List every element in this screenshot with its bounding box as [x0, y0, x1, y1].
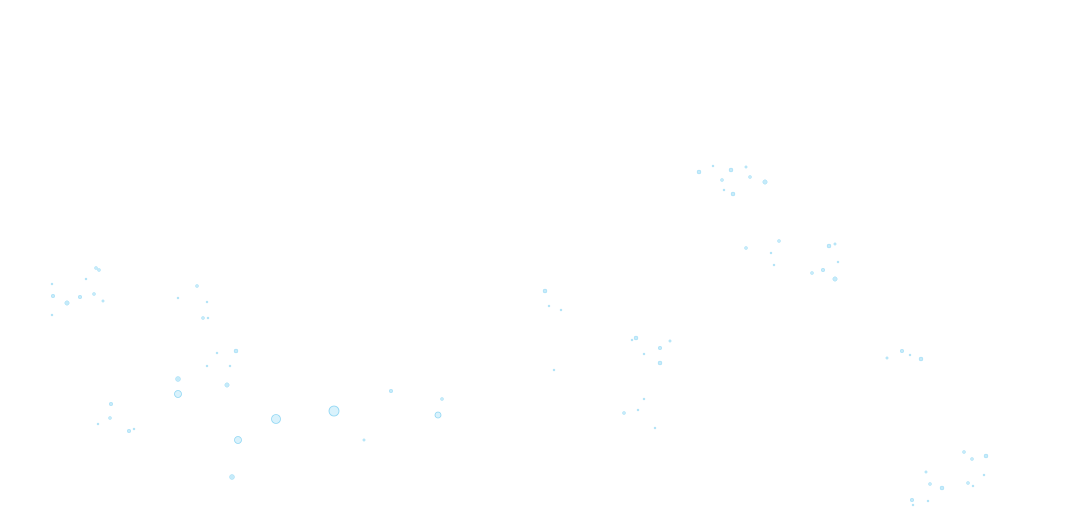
- bubble-icon: [440, 397, 444, 401]
- bubble-icon: [389, 389, 394, 394]
- bubble-icon: [224, 382, 230, 388]
- bubble-icon: [744, 246, 748, 250]
- bubble-icon: [962, 450, 966, 454]
- bubble-icon: [206, 316, 210, 320]
- bubble-icon: [205, 364, 209, 368]
- bubble-icon: [195, 284, 199, 288]
- bubble-icon: [928, 482, 932, 486]
- bubble-icon: [234, 436, 242, 444]
- bubble-icon: [77, 295, 82, 300]
- bubble-icon: [966, 481, 970, 485]
- bubble-icon: [772, 263, 776, 267]
- bubble-icon: [328, 405, 340, 417]
- bubble-icon: [900, 349, 905, 354]
- bubble-icon: [362, 438, 366, 442]
- bubble-icon: [542, 288, 548, 294]
- bubble-icon: [175, 376, 181, 382]
- bubble-icon: [728, 167, 734, 173]
- bubble-icon: [101, 299, 105, 303]
- bubble-icon: [642, 352, 646, 356]
- bubble-icon: [885, 356, 889, 360]
- bubble-icon: [108, 402, 113, 407]
- bubble-icon: [971, 484, 975, 488]
- bubble-icon: [832, 276, 838, 282]
- bubble-icon: [983, 453, 989, 459]
- bubble-icon: [762, 179, 768, 185]
- bubble-icon: [970, 457, 974, 461]
- bubble-icon: [228, 364, 232, 368]
- bubble-icon: [434, 411, 442, 419]
- bubble-icon: [201, 316, 205, 320]
- bubble-icon: [777, 239, 781, 243]
- bubble-icon: [918, 356, 924, 362]
- bubble-icon: [233, 348, 239, 354]
- bubble-icon: [910, 498, 915, 503]
- bubble-icon: [711, 164, 715, 168]
- bubble-icon: [64, 300, 70, 306]
- bubble-icon: [826, 243, 832, 249]
- bubble-icon: [836, 260, 840, 264]
- bubble-icon: [668, 339, 672, 343]
- bubble-icon: [642, 397, 646, 401]
- bubble-icon: [51, 294, 56, 299]
- bubble-icon: [126, 429, 131, 434]
- bubble-icon: [908, 353, 912, 357]
- bubble-icon: [630, 338, 634, 342]
- bubble-icon: [657, 360, 663, 366]
- bubble-icon: [748, 175, 752, 179]
- bubble-icon: [205, 300, 209, 304]
- bubble-icon: [926, 499, 930, 503]
- bubble-icon: [94, 266, 98, 270]
- bubble-icon: [821, 268, 826, 273]
- bubble-icon: [924, 470, 928, 474]
- bubble-icon: [730, 191, 736, 197]
- bubble-icon: [559, 308, 563, 312]
- bubble-icon: [744, 165, 748, 169]
- bubble-icon: [911, 503, 915, 507]
- bubble-icon: [633, 335, 639, 341]
- bubble-icon: [108, 416, 112, 420]
- bubble-icon: [271, 414, 281, 424]
- bubble-icon: [982, 473, 986, 477]
- bubble-icon: [833, 242, 837, 246]
- bubble-icon: [552, 368, 556, 372]
- bubble-icon: [215, 351, 219, 355]
- bubble-icon: [50, 282, 54, 286]
- bubble-icon: [97, 268, 101, 272]
- bubble-icon: [769, 251, 773, 255]
- bubble-icon: [722, 188, 726, 192]
- bubble-icon: [84, 277, 88, 281]
- bubble-icon: [720, 178, 724, 182]
- bubble-icon: [653, 426, 657, 430]
- bubble-icon: [174, 390, 182, 398]
- bubble-icon: [229, 474, 235, 480]
- bubble-icon: [96, 422, 100, 426]
- bubble-icon: [810, 271, 814, 275]
- bubble-icon: [92, 292, 96, 296]
- bubble-icon: [636, 408, 640, 412]
- bubble-icon: [939, 485, 945, 491]
- bubble-icon: [176, 296, 180, 300]
- bubble-icon: [50, 313, 54, 317]
- bubble-icon: [547, 304, 551, 308]
- bubble-icon: [622, 411, 626, 415]
- bubble-icon: [132, 427, 136, 431]
- bubble-icon: [696, 169, 702, 175]
- bubble-icon: [658, 346, 663, 351]
